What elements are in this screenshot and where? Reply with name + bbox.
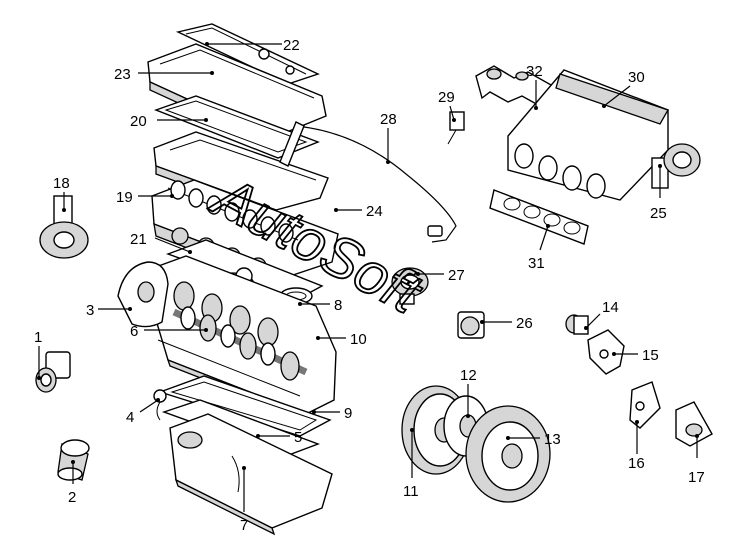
- callout-24: 24: [366, 203, 383, 220]
- sensor-1: [35, 351, 71, 393]
- crankshaft: [172, 306, 308, 381]
- exhaust-manifold: [507, 69, 669, 201]
- callout-26: 26: [516, 315, 533, 332]
- callout-13: 13: [544, 431, 561, 448]
- callout-12: 12: [460, 367, 477, 384]
- callout-11: 11: [403, 483, 419, 500]
- callout-leaders: [37, 42, 699, 512]
- callout-30: 30: [628, 69, 645, 86]
- callout-numbers: 22 23 20 19 24 21 18 3 6 8 10 1 2 4 9 5 …: [34, 37, 705, 534]
- bracket-15: [587, 329, 625, 375]
- bushing: [565, 314, 589, 335]
- mount-26: [457, 311, 485, 339]
- callout-29: 29: [438, 89, 455, 106]
- callout-1: 1: [34, 329, 42, 346]
- mount-17: [675, 401, 713, 447]
- callout-17: 17: [688, 469, 705, 486]
- callout-5: 5: [294, 429, 302, 446]
- pressure-plate: [465, 405, 551, 503]
- drain-plug: [153, 389, 167, 421]
- callout-28: 28: [380, 111, 397, 128]
- callout-4: 4: [126, 409, 134, 426]
- camshaft: [167, 180, 299, 243]
- callout-22: 22: [283, 37, 300, 54]
- callout-7: 7: [240, 517, 248, 534]
- callout-6: 6: [130, 323, 138, 340]
- callout-25: 25: [650, 205, 667, 222]
- callout-21: 21: [130, 231, 147, 248]
- callout-23: 23: [114, 66, 131, 83]
- callout-27: 27: [448, 267, 465, 284]
- callout-3: 3: [86, 302, 94, 319]
- callout-2: 2: [68, 489, 76, 506]
- callout-9: 9: [344, 405, 352, 422]
- sensor-29: [447, 111, 465, 145]
- callout-31: 31: [528, 255, 545, 272]
- callout-14: 14: [602, 299, 619, 316]
- valve-cover-gasket: [153, 95, 320, 159]
- callout-20: 20: [130, 113, 147, 130]
- oil-pan: [169, 413, 333, 536]
- manifold-gasket: [489, 189, 589, 245]
- callout-10: 10: [350, 331, 367, 348]
- callout-15: 15: [642, 347, 659, 364]
- bracket-16: [629, 381, 661, 429]
- sensor-cable: [279, 121, 457, 243]
- thermostat-housing: [391, 267, 429, 305]
- throttle-body: [651, 143, 701, 189]
- callout-19: 19: [116, 189, 133, 206]
- callout-18: 18: [53, 175, 70, 192]
- front-cover: [117, 261, 169, 328]
- callout-16: 16: [628, 455, 645, 472]
- water-pump: [39, 195, 89, 259]
- callout-32: 32: [526, 63, 543, 80]
- callout-8: 8: [334, 297, 342, 314]
